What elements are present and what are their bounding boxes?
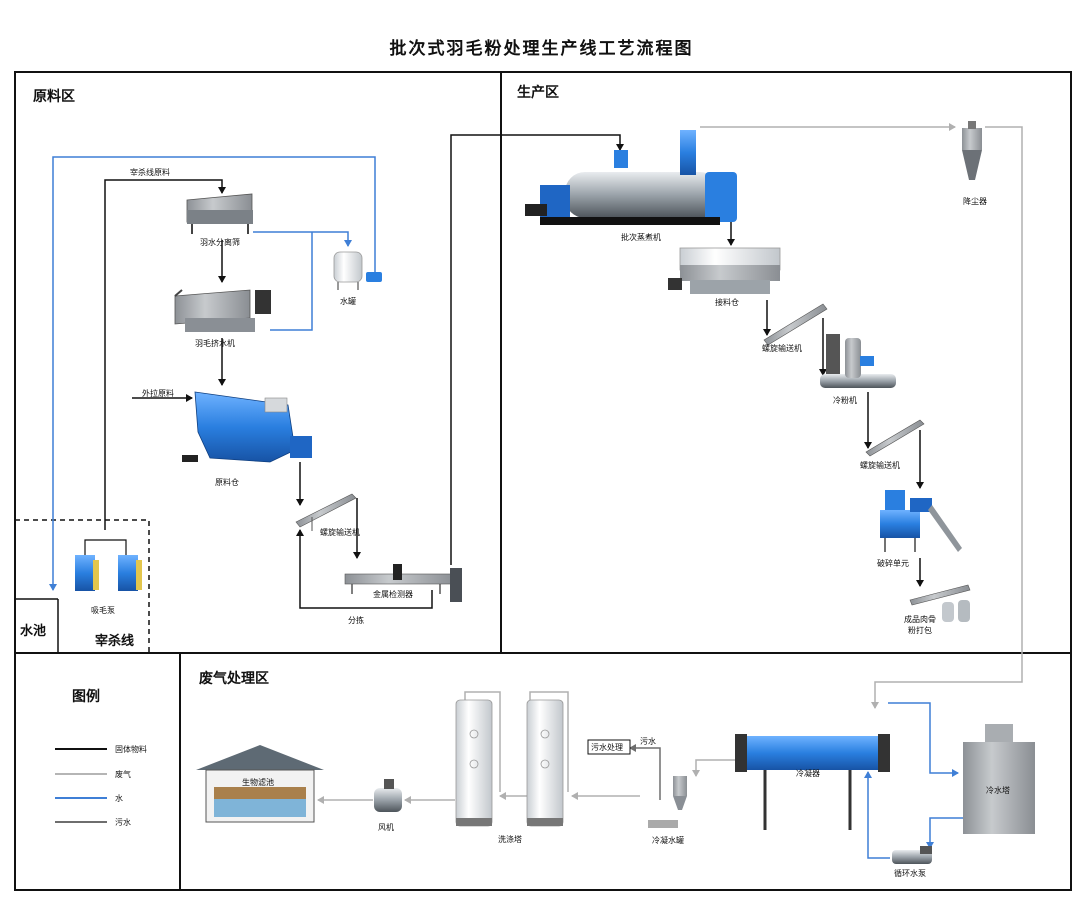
slaughter-raw-line (104, 179, 226, 530)
label-water-tank: 水罐 (340, 297, 356, 306)
label-cooker: 批次蒸煮机 (621, 233, 661, 242)
cooling-tower-icon (963, 724, 1035, 834)
legend-label-water: 水 (115, 794, 123, 803)
legend-label-gas: 废气 (115, 770, 131, 779)
zone-title-production: 生产区 (517, 85, 559, 101)
circulation-pump-icon (892, 846, 932, 864)
raw-material-bin-icon (182, 391, 312, 463)
bio-filter-icon (196, 745, 324, 823)
detector-to-cooker-line (450, 134, 624, 565)
crusher-unit-icon (880, 490, 962, 552)
label-cooler: 冷粉机 (833, 396, 857, 405)
sorting-return-line (296, 529, 433, 609)
feather-separator-icon (186, 193, 253, 234)
wastewater-treatment-box (587, 739, 631, 755)
legend-label-wastewater: 污水 (115, 818, 131, 827)
label-cooling-tower: 冷水塔 (986, 786, 1010, 795)
pump-connectors (84, 539, 127, 555)
condenser-icon (735, 734, 890, 830)
zone-title-waste-gas: 废气处理区 (199, 671, 269, 687)
label-bio-filter: 生物滤池 (242, 778, 274, 787)
label-screw-conveyor-1: 螺旋输送机 (320, 528, 360, 537)
waste-gas-lines (317, 123, 1023, 804)
label-dust-collector: 降尘器 (963, 197, 987, 206)
fan-icon (374, 779, 402, 812)
metal-detector-icon (344, 564, 462, 602)
dust-collector-icon (962, 121, 982, 180)
outer-frame (14, 71, 1072, 891)
pump-to-condenser-line (864, 771, 890, 859)
zone-title-pool: 水池 (20, 624, 47, 639)
label-sorting: 分拣 (348, 616, 364, 625)
screw-conveyor-3-icon (865, 419, 925, 457)
condensate-tank-icon (648, 776, 687, 828)
feather-pump-icon (75, 555, 142, 591)
squeezer-water-line (270, 232, 313, 331)
scrubber-tower-1-icon (455, 699, 493, 827)
packing-unit-icon (909, 584, 971, 622)
label-screw-conveyor-3: 螺旋输送机 (860, 461, 900, 470)
dust-collector-to-condenser-line (871, 126, 1023, 709)
tower-to-pump-line (926, 817, 963, 849)
label-feather-pump: 吸毛泵 (91, 606, 115, 615)
scrubber-tower-2-icon (526, 699, 564, 827)
label-raw-bin: 原料仓 (215, 478, 239, 487)
label-screw-conveyor-2: 螺旋输送机 (762, 344, 802, 353)
zone-title-raw: 原料区 (33, 89, 75, 105)
batch-cooker-icon (525, 130, 737, 225)
separator-to-tank-line (253, 231, 352, 247)
label-packing-1: 成品肉骨 (904, 615, 936, 624)
label-fan: 风机 (378, 823, 394, 832)
screw-conveyor-2-icon (763, 303, 828, 346)
zone-frames (14, 71, 1072, 891)
condenser-to-tank-line (692, 759, 740, 777)
label-feather-squeezer: 羽毛挤水机 (195, 339, 235, 348)
diagram-title: 批次式羽毛粉处理生产线工艺流程图 (389, 39, 694, 59)
zone-title-slaughter: 宰杀线 (95, 634, 135, 649)
condenser-to-tower-line (888, 702, 959, 777)
cooler-icon (820, 334, 896, 388)
label-metal-detector: 金属检测器 (373, 590, 413, 599)
feather-squeezer-icon (174, 289, 271, 332)
legend-title: 图例 (72, 689, 100, 705)
water-tank-icon (333, 251, 382, 290)
label-slaughter-raw: 宰杀线原料 (130, 168, 170, 177)
legend-lines (55, 748, 107, 823)
label-packing-2: 粉打包 (908, 626, 932, 635)
label-outside-raw: 外拉原料 (142, 389, 174, 398)
water-lines (49, 156, 963, 859)
receiving-bin-icon (668, 247, 781, 294)
label-feather-separator: 羽水分离筛 (200, 238, 240, 247)
label-receiving-bin: 接料仓 (715, 298, 739, 307)
legend-label-solid: 固体物料 (115, 745, 147, 754)
wastewater-line (629, 744, 661, 800)
screw-conveyor-1-icon (295, 493, 357, 531)
label-wastewater-treatment: 污水处理 (591, 743, 623, 752)
scrubber-bypass-line-2 (529, 691, 569, 792)
label-scrubber: 洗涤塔 (498, 835, 522, 844)
label-crusher: 破碎单元 (877, 559, 909, 568)
label-condensate-tank: 冷凝水罐 (652, 836, 684, 845)
label-condenser: 冷凝器 (796, 769, 820, 778)
scrubber-bypass-line-1 (464, 691, 501, 792)
solid-lines (104, 134, 924, 609)
label-circulation-pump: 循环水泵 (894, 869, 926, 878)
label-wastewater: 污水 (640, 737, 656, 746)
